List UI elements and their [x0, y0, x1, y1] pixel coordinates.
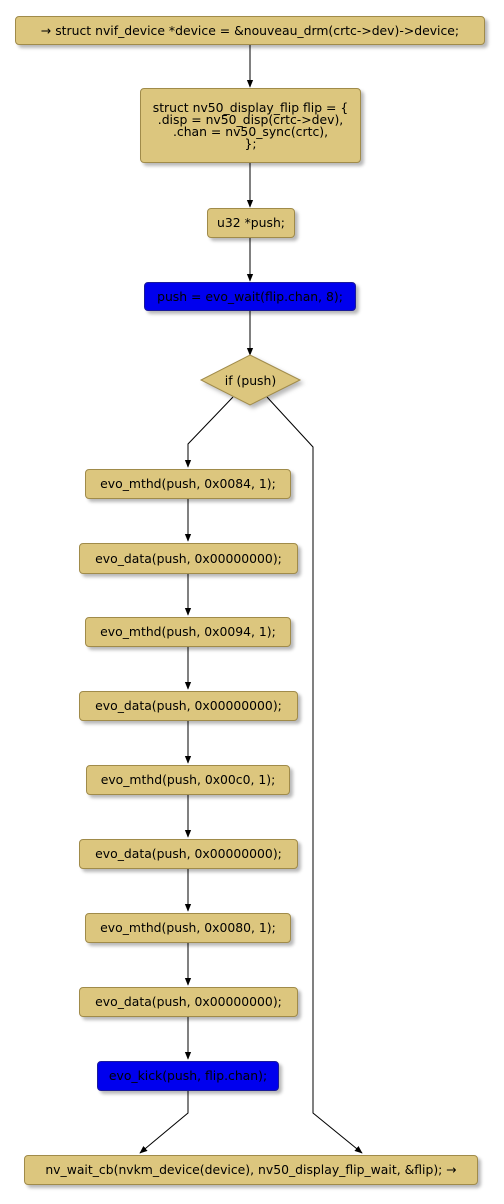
data-node-1: evo_data(push, 0x00000000); [79, 543, 298, 574]
data-node-3: evo_data(push, 0x00000000); [79, 839, 298, 869]
push-decl-node: u32 *push; [207, 208, 295, 238]
edge-if-false [266, 396, 363, 1154]
mthd-0084-node: evo_mthd(push, 0x0084, 1); [85, 469, 291, 499]
if-push-diamond [199, 354, 302, 406]
edge-kick-to-end [139, 1091, 189, 1154]
if-push-label: if (push) [224, 372, 277, 388]
mthd-00c0-node: evo_mthd(push, 0x00c0, 1); [86, 765, 290, 795]
end-node: nv_wait_cb(nvkm_device(device), nv50_dis… [24, 1155, 478, 1185]
flip-decl-node: struct nv50_display_flip flip = { .disp … [140, 88, 361, 163]
data-node-4: evo_data(push, 0x00000000); [79, 987, 298, 1017]
data-node-2: evo_data(push, 0x00000000); [79, 691, 298, 721]
mthd-0080-node: evo_mthd(push, 0x0080, 1); [85, 913, 291, 943]
evo-kick-node: evo_kick(push, flip.chan); [97, 1061, 279, 1091]
start-node: → struct nvif_device *device = &nouveau_… [15, 16, 485, 45]
evo-wait-node: push = evo_wait(flip.chan, 8); [144, 282, 356, 311]
mthd-0094-node: evo_mthd(push, 0x0094, 1); [85, 617, 291, 647]
edge-if-true [184, 396, 234, 468]
